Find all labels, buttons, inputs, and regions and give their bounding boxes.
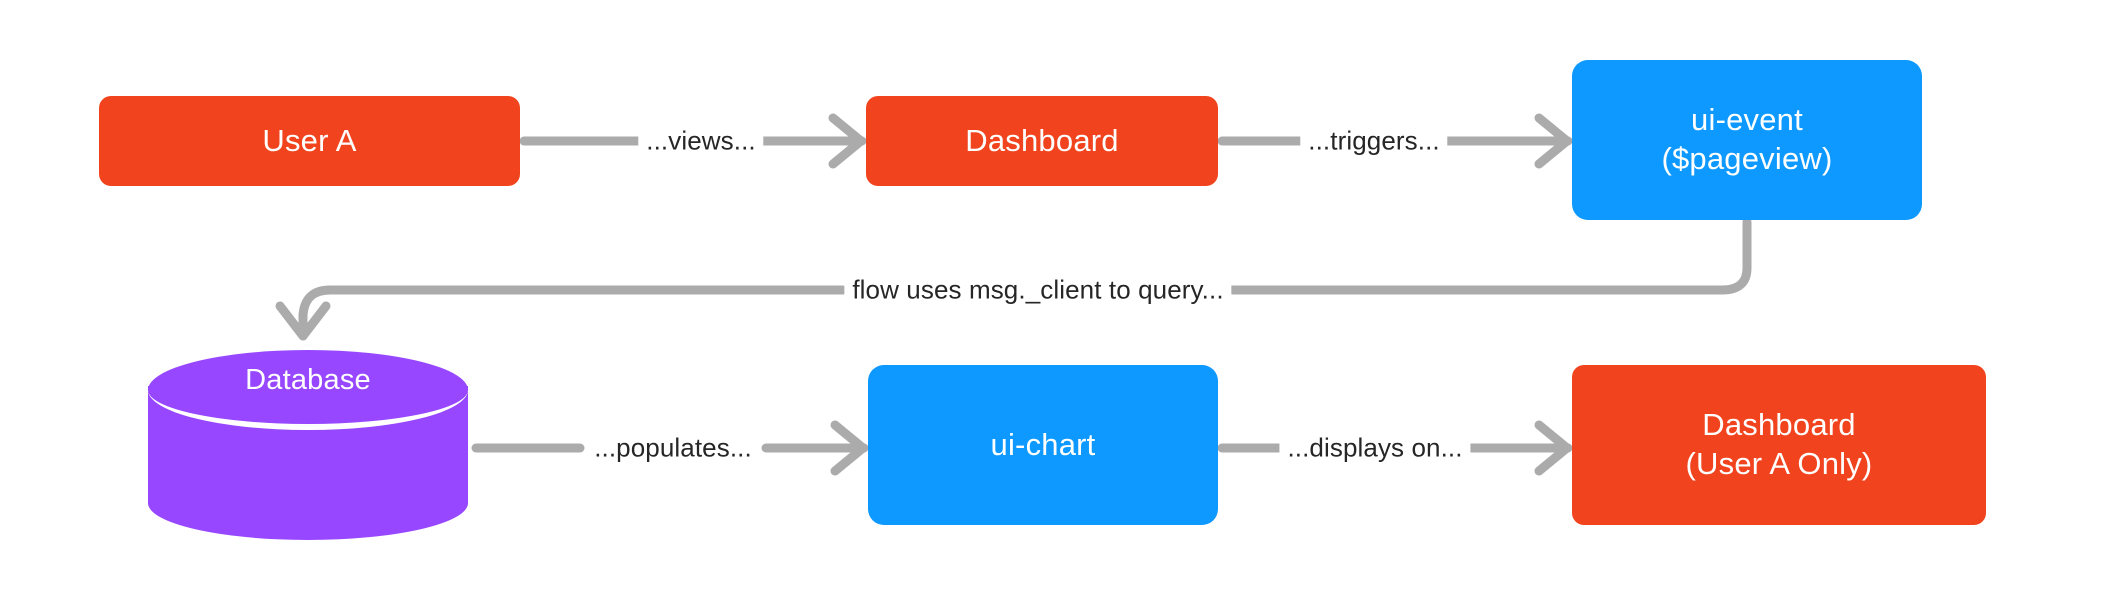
edge-query-line-right xyxy=(1227,217,1752,295)
edge-label-query: flow uses msg._client to query... xyxy=(844,274,1232,306)
node-ui-chart-label: ui-chart xyxy=(990,426,1096,462)
node-user-a-label: User A xyxy=(262,122,357,158)
edge-views xyxy=(519,113,867,169)
edge-query-arrowhead xyxy=(275,301,331,341)
edge-triggers-arrowhead xyxy=(1534,113,1572,169)
edge-label-views: ...views... xyxy=(638,125,764,157)
node-dashboard-top-label: Dashboard xyxy=(965,122,1119,158)
edge-populates xyxy=(471,420,869,476)
node-ui-event-label-line1: ui-event xyxy=(1691,102,1803,138)
edge-label-populates: ...populates... xyxy=(586,432,760,464)
node-user-a[interactable]: User A xyxy=(99,96,520,186)
edge-populates-arrowhead xyxy=(830,420,868,476)
node-database[interactable]: Database xyxy=(148,350,468,540)
node-ui-event-label-line2: ($pageview) xyxy=(1661,141,1833,176)
edge-triggers xyxy=(1217,113,1573,169)
edge-query-line-left xyxy=(298,285,848,335)
edge-views-arrowhead xyxy=(828,113,866,169)
node-database-label: Database xyxy=(245,364,371,396)
node-dashboard-top[interactable]: Dashboard xyxy=(866,96,1218,186)
database-cylinder-top xyxy=(148,350,468,430)
database-cylinder-bottom xyxy=(148,466,468,540)
node-ui-chart[interactable]: ui-chart xyxy=(868,365,1218,525)
edge-query xyxy=(275,217,1752,341)
edge-displays-arrowhead xyxy=(1534,420,1572,476)
node-ui-event[interactable]: ui-event ($pageview) xyxy=(1572,60,1922,220)
edge-label-displays-on: ...displays on... xyxy=(1279,432,1471,464)
edge-label-triggers: ...triggers... xyxy=(1300,125,1448,157)
node-dashboard-bottom[interactable]: Dashboard (User A Only) xyxy=(1572,365,1986,525)
node-dashboard-bottom-label-line2: (User A Only) xyxy=(1685,446,1873,481)
node-dashboard-bottom-label-line1: Dashboard xyxy=(1702,407,1856,443)
